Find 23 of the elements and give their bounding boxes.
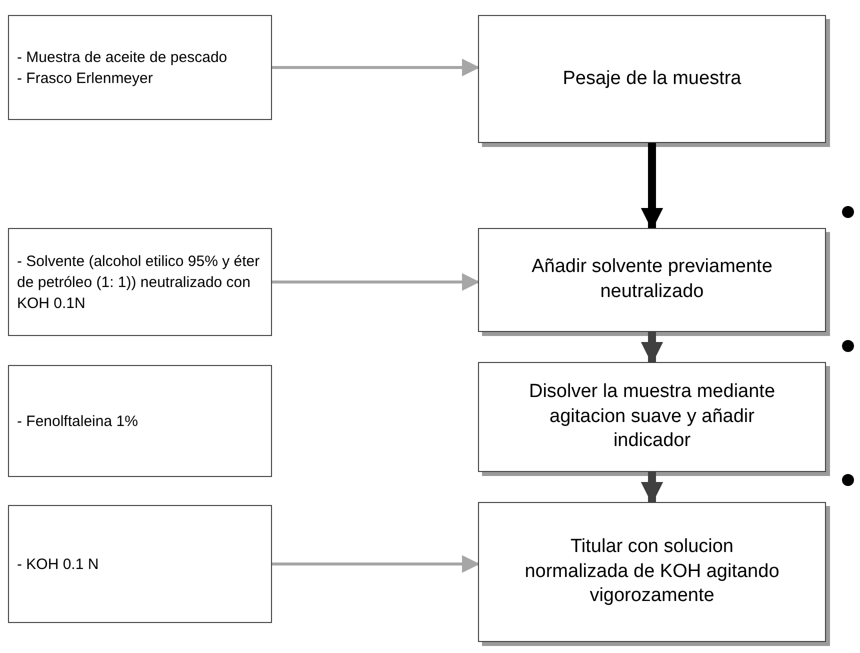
process-box [478, 228, 826, 332]
arrow [272, 555, 480, 573]
input-box [8, 365, 272, 477]
process-box [478, 502, 826, 642]
input-box [8, 228, 272, 336]
input-box [8, 505, 272, 623]
box-text: - Muestra de aceite de pescado [17, 48, 228, 68]
box-text: - KOH 0.1 N [17, 554, 100, 574]
box-text: - Solvente (alcohol etilico 95% y éter de petróleo (1: 1)) neutralizado con KOH 0.1N [17, 252, 261, 314]
box-text: Añadir solvente previamente neutralizado [530, 255, 774, 304]
arrow [640, 472, 664, 504]
arrow [272, 58, 480, 76]
process-box [478, 362, 826, 472]
box-text: - Frasco Erlenmeyer [17, 68, 154, 88]
box-text: Pesaje de la muestra [562, 66, 742, 91]
process-box [478, 15, 826, 143]
box-text: Titular con solucion normalizada de KOH agitando vigorozamente [524, 534, 780, 608]
box-text: - Fenolftaleina 1% [17, 412, 139, 432]
arrow [272, 273, 480, 291]
arrow [640, 332, 664, 364]
box-text: Disolver la muestra mediante agitacion suave y añadir indicador [528, 380, 776, 454]
arrow [640, 143, 664, 230]
input-box [8, 15, 272, 120]
